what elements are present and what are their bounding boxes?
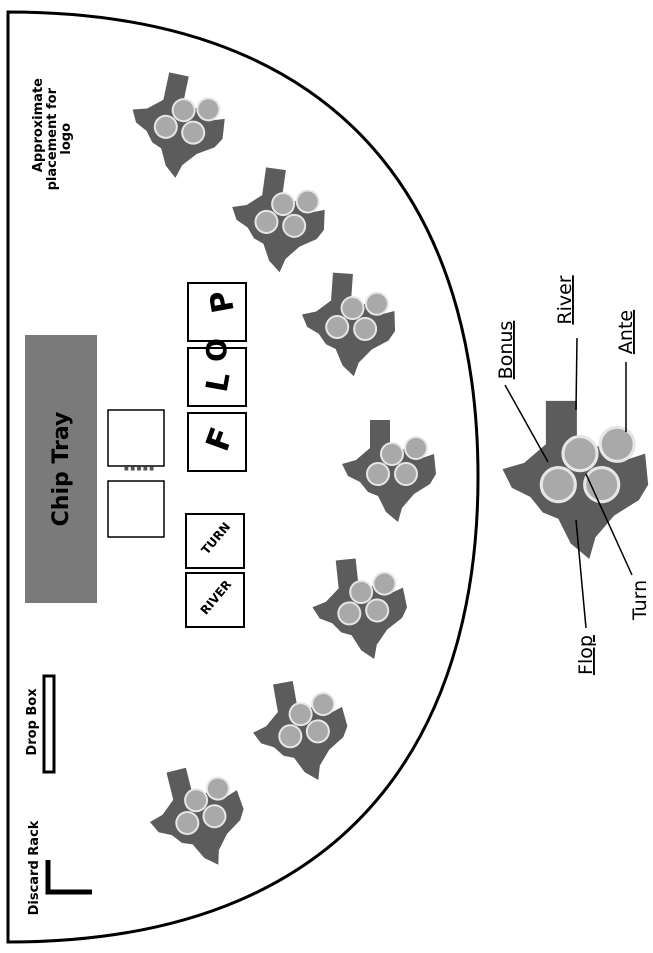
bet-circle-3	[365, 598, 390, 623]
flop-leader-line	[575, 519, 587, 629]
bet-circle-1	[288, 702, 313, 727]
turn-label: Turn	[629, 580, 651, 621]
logo-note-line-1: Approximate	[31, 78, 46, 172]
bet-circle-3	[202, 804, 227, 829]
bet-circle-1	[340, 296, 365, 321]
discard-rack-label: Discard Rack	[27, 820, 42, 915]
card-box-tiny-label: ■ ■ ■ ■ ■	[124, 466, 154, 472]
bet-circle-1	[171, 98, 196, 123]
turn-box	[185, 513, 245, 569]
ante-callout: Ante	[615, 310, 637, 354]
bet-circle-2	[278, 724, 303, 749]
river-leader-line	[575, 337, 578, 411]
river-callout: River	[554, 275, 576, 324]
drop-box-slot	[42, 674, 56, 774]
bet-circle-4	[404, 436, 428, 460]
flop-label: Flop	[575, 635, 597, 675]
river-label: River	[554, 275, 576, 324]
texas-shape-icon	[132, 72, 225, 178]
ante-label: Ante	[615, 310, 637, 354]
bet-circle-1	[561, 435, 599, 473]
turn-callout: Turn	[629, 580, 651, 621]
bet-circle-2	[153, 114, 178, 139]
bet-circle-4	[372, 571, 397, 596]
chip-tray-label: Chip Tray	[49, 412, 74, 527]
bet-circle-1	[349, 580, 374, 605]
bonus-callout: Bonus	[495, 321, 517, 380]
bet-circle-1	[380, 442, 404, 466]
logo-note-line-3: logo	[59, 123, 74, 155]
logo-note-line-2: placement for	[45, 87, 60, 190]
bet-circle-3	[181, 120, 206, 145]
turn-leader-line	[585, 473, 633, 576]
player-betting-spot-1	[132, 72, 225, 178]
table-outline	[6, 10, 480, 944]
bet-circle-4	[364, 291, 389, 316]
bet-circle-2	[254, 209, 279, 234]
bet-circle-4	[205, 776, 230, 801]
card-box-upper	[107, 409, 165, 467]
bet-circle-4	[196, 97, 221, 122]
bet-circle-2	[366, 462, 390, 486]
player-betting-spot-6	[253, 680, 348, 781]
flop-box-p	[187, 282, 247, 342]
player-betting-spot-7	[149, 767, 244, 865]
bet-circle-2	[539, 466, 577, 504]
flop-letter-o: O	[200, 338, 233, 362]
player-betting-spot-5	[312, 558, 408, 660]
river-box	[185, 572, 245, 628]
bet-circle-1	[271, 192, 296, 217]
card-box-lower	[107, 480, 165, 538]
bet-circle-3	[305, 719, 330, 744]
logo-note: Approximate placement for logo	[31, 78, 74, 191]
bet-circle-2	[325, 314, 350, 339]
bet-circle-2	[175, 811, 200, 836]
betting-spots	[132, 72, 649, 865]
player-betting-spot-2	[232, 167, 325, 273]
bet-circle-4	[311, 692, 336, 717]
bet-circle-3	[353, 316, 378, 341]
bet-circle-1	[184, 788, 209, 813]
drop-box-label: Drop Box	[25, 688, 40, 756]
bet-circle-2	[337, 601, 362, 626]
bet-circle-3	[282, 213, 307, 238]
bet-circle-4	[295, 189, 320, 214]
legend-betting-spot	[502, 400, 649, 559]
bonus-label: Bonus	[495, 321, 517, 380]
chip-tray	[25, 335, 97, 603]
bonus-leader-line	[504, 384, 549, 463]
player-betting-spot-4	[342, 420, 436, 522]
discard-rack-icon	[45, 860, 92, 895]
player-betting-spot-3	[301, 272, 396, 377]
bet-circle-4	[598, 425, 636, 463]
flop-box-l	[187, 347, 247, 407]
flop-box-f	[187, 412, 247, 472]
bet-circle-3	[583, 466, 621, 504]
bet-circle-3	[394, 462, 418, 486]
flop-callout: Flop	[575, 635, 597, 675]
texas-shape-icon	[232, 167, 325, 273]
